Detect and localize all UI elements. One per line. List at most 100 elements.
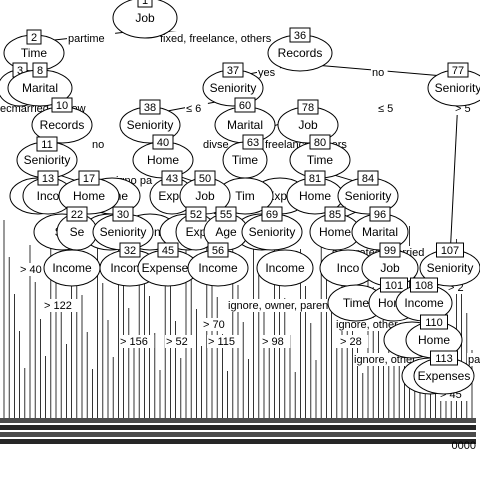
node-label: Income <box>52 261 92 275</box>
edge-label-bg <box>371 66 388 79</box>
node-id: 77 <box>452 65 464 77</box>
tree-node: Home 40 <box>132 134 194 179</box>
edge-label-bg <box>339 335 369 348</box>
node-id-box <box>66 206 88 222</box>
node-id: 78 <box>302 102 314 114</box>
tree-edge <box>449 98 459 258</box>
node-label: Records <box>278 46 323 60</box>
node-id-box <box>447 62 469 78</box>
edge-label: pa <box>468 354 480 366</box>
tree-node-partial: Income <box>256 249 314 287</box>
node-id: 69 <box>266 209 278 221</box>
node-id-box <box>289 27 311 43</box>
edge-label-bg <box>467 353 480 366</box>
tree-node: Job 78 <box>277 99 339 144</box>
node-id-box <box>234 97 256 113</box>
node-label: Home <box>147 153 179 167</box>
node-label: Se <box>70 225 85 239</box>
node-id: 38 <box>144 102 156 114</box>
edge-label-bg <box>257 66 280 79</box>
node-id: 101 <box>385 280 403 292</box>
node-label: Inco <box>37 189 60 203</box>
edge-label: > 52 <box>166 336 188 348</box>
node-id-box <box>37 170 59 186</box>
node-id-box <box>420 314 448 330</box>
node-label: Exp <box>186 225 207 239</box>
node-label: Seniority <box>435 81 480 95</box>
node-label: Income <box>198 261 238 275</box>
node-label: Marital <box>22 81 58 95</box>
node-id: 84 <box>362 173 374 185</box>
node-id-box <box>297 99 319 115</box>
node-id-box <box>369 206 391 222</box>
node-id: 37 <box>227 65 239 77</box>
node-label: Seniority <box>127 118 174 132</box>
node-id-box <box>32 62 48 78</box>
node-id: 110 <box>425 317 443 329</box>
edge-label: > 40 <box>20 264 42 276</box>
node-id: 22 <box>71 209 83 221</box>
leaf-labels-row <box>0 425 476 430</box>
node-id: 17 <box>83 173 95 185</box>
node-id-box <box>242 134 264 150</box>
edge-label: ≤ 5 <box>378 103 393 115</box>
tree-node-partial: Income <box>43 249 101 287</box>
node-id-box <box>161 170 183 186</box>
node-id: 40 <box>157 137 169 149</box>
edge-label-bg <box>207 335 243 348</box>
node-label: Home <box>73 189 105 203</box>
tree-node: Seniority 38 <box>119 99 181 144</box>
node-label: Seniority <box>24 153 71 167</box>
node-label: Expenses <box>418 369 471 383</box>
node-label: Time <box>343 296 370 310</box>
node-id-box <box>304 170 326 186</box>
node-label: Job <box>135 11 155 25</box>
tree-node: Se 22 <box>56 206 98 251</box>
node-label: Income <box>404 296 444 310</box>
node-id: 13 <box>42 173 54 185</box>
node-label: Job <box>298 118 318 132</box>
node-id: 30 <box>117 209 129 221</box>
node-id: 63 <box>247 137 259 149</box>
edge-label: > 28 <box>340 336 362 348</box>
node-id-box <box>137 0 153 8</box>
node-label: Marital <box>227 118 263 132</box>
node-id: 50 <box>199 173 211 185</box>
node-id-box <box>430 350 458 366</box>
node-label: Tim <box>235 189 255 203</box>
leaf-labels-row <box>0 418 476 423</box>
node-id: 108 <box>415 280 433 292</box>
edge-label: > 115 <box>208 336 235 348</box>
node-id-box <box>410 277 438 293</box>
node-id-box <box>261 206 283 222</box>
node-id-box <box>26 29 42 45</box>
node-id: 107 <box>441 245 459 257</box>
edge-label-bg <box>119 335 155 348</box>
edge-label-bg <box>91 138 108 151</box>
edge-label: no <box>92 139 104 151</box>
node-label: Records <box>40 118 85 132</box>
tree-node: Seniority 77 <box>427 62 480 107</box>
node-id: 32 <box>124 245 136 257</box>
node-label: Expenses <box>142 261 195 275</box>
node-id-box <box>215 206 237 222</box>
node-id-box <box>185 206 207 222</box>
edge-label: ignore, owner, parents <box>228 300 337 312</box>
edge-label: ignore, other <box>336 319 398 331</box>
leaf-band: 0000 <box>0 418 476 452</box>
